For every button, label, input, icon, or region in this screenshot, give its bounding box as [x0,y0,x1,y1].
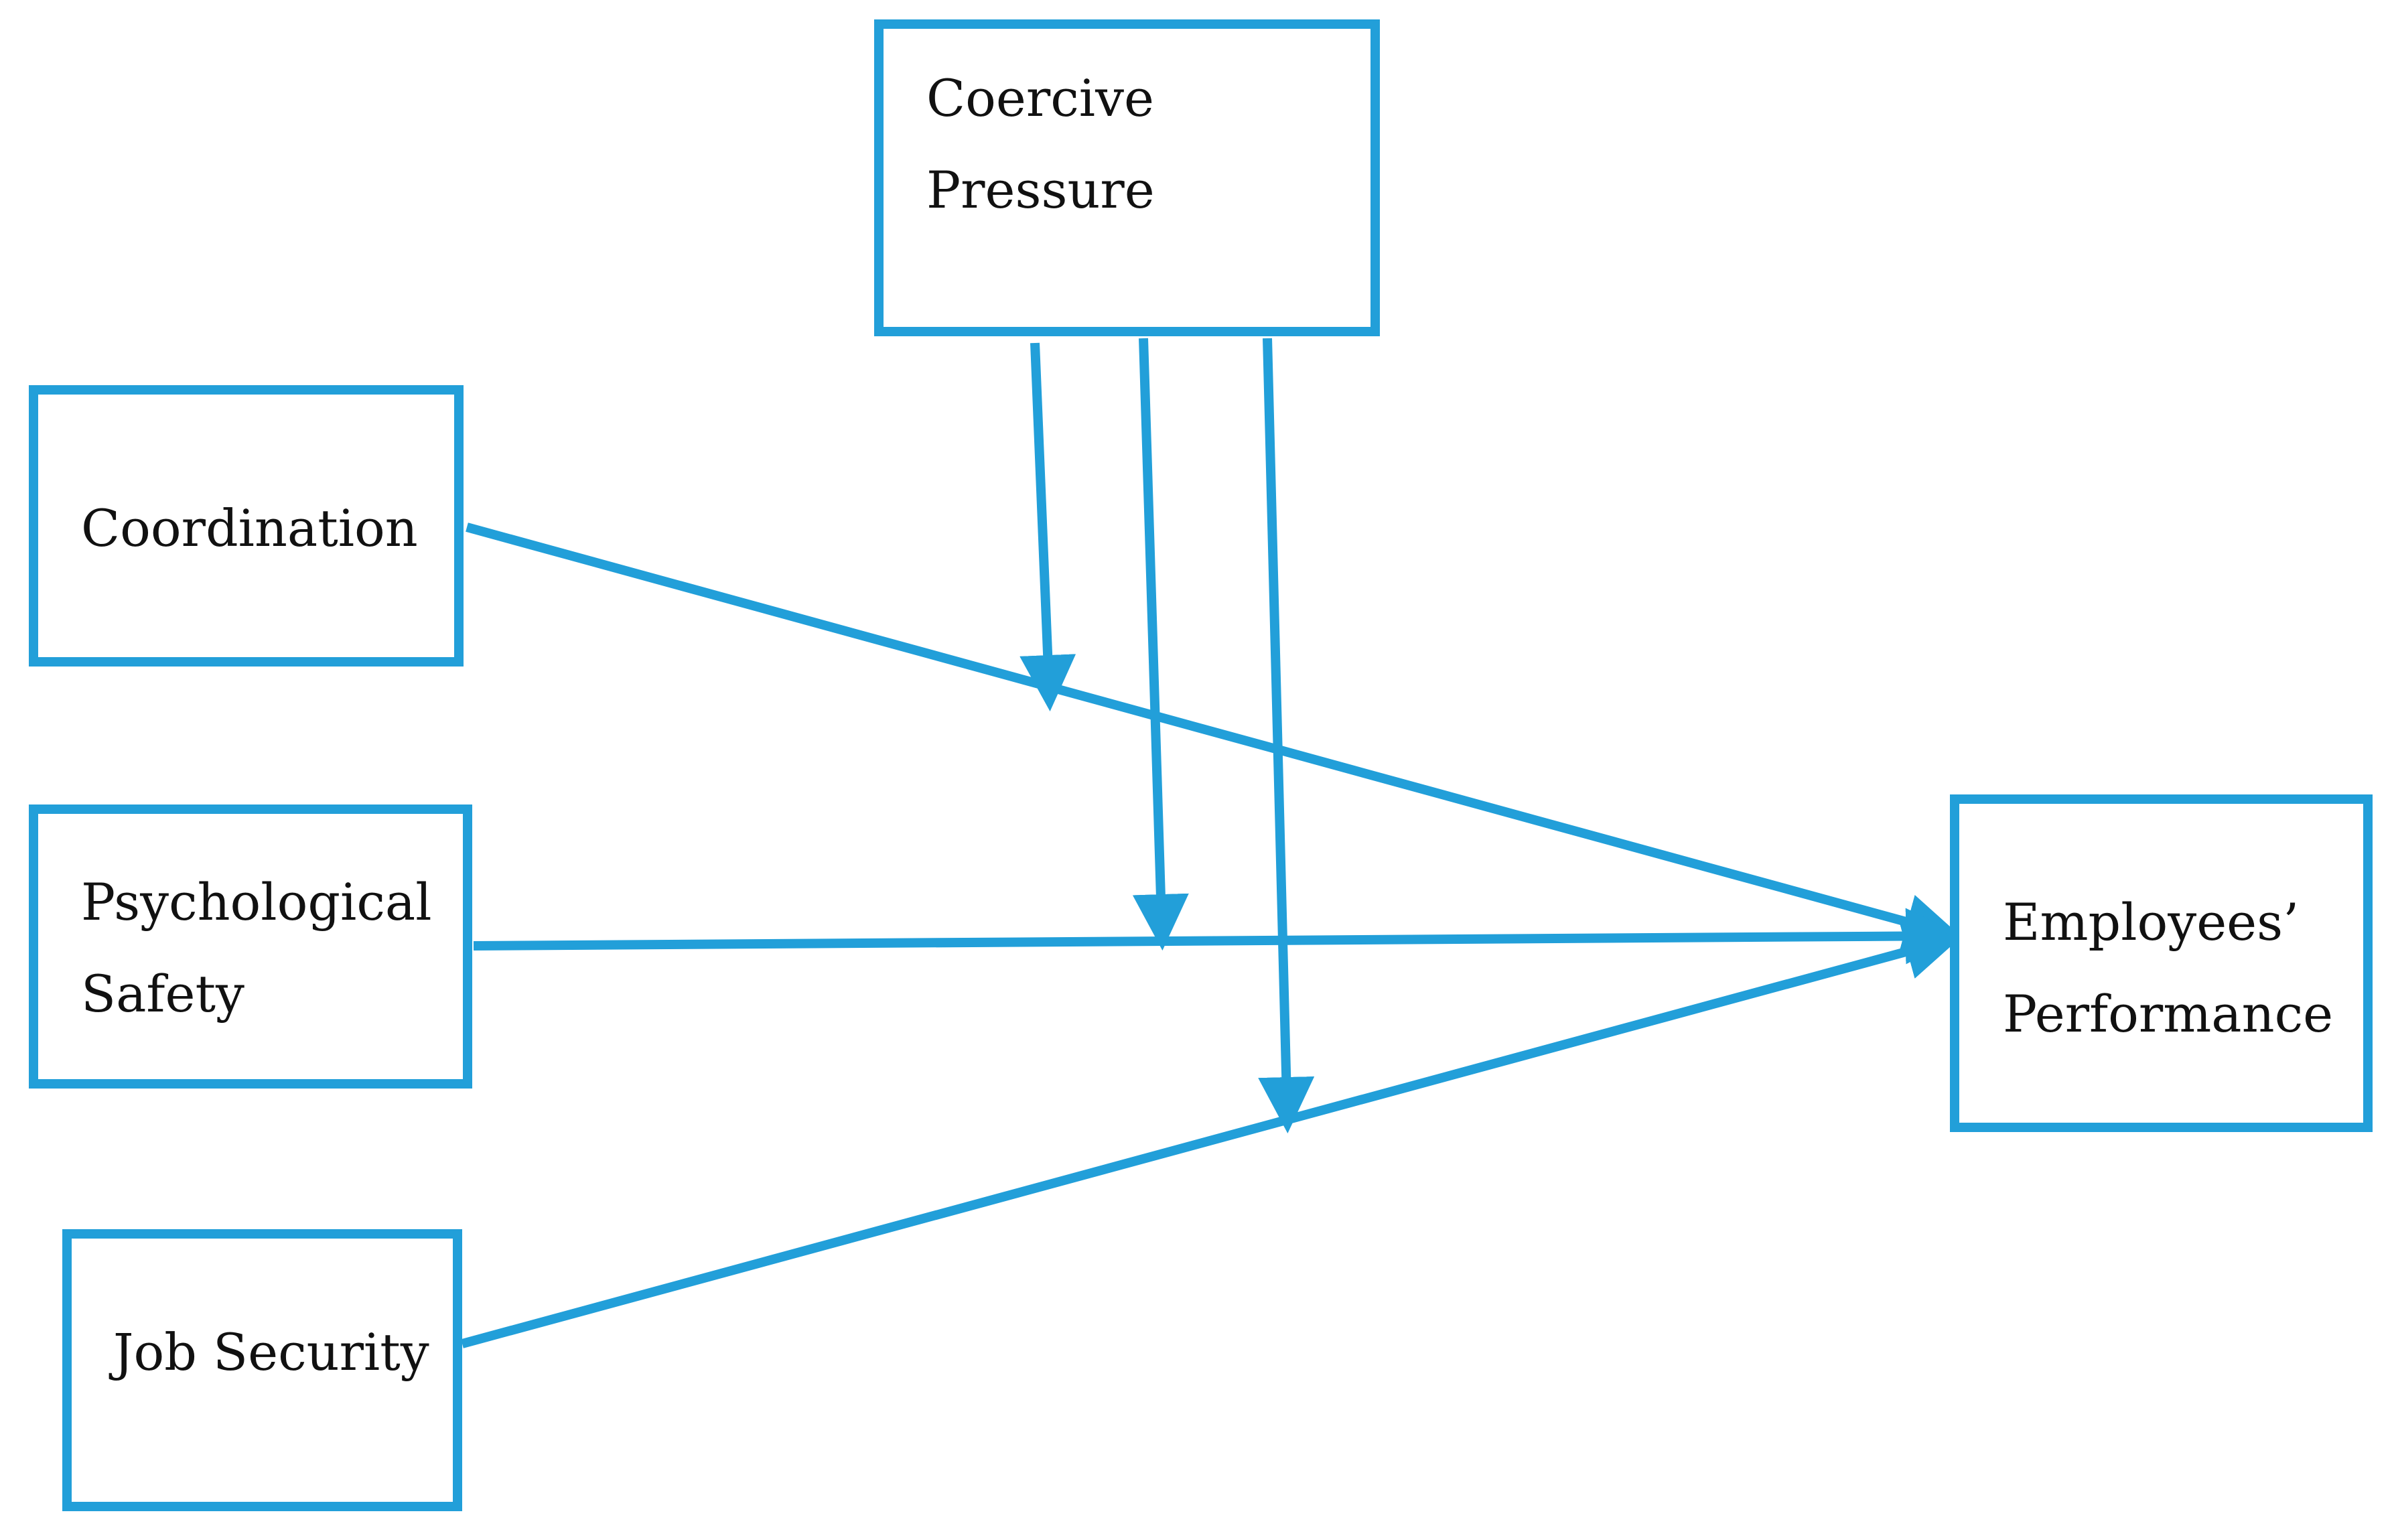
moderation-arrow-job-security [1258,338,1315,1133]
node-label-coordination: Coordination [81,498,418,558]
node-box-job-security [62,1229,462,1511]
moderation-arrow-psychological-safety [1132,338,1189,951]
node-label-coercive-pressure-line1: Coercive [926,68,1154,128]
node-box-psychological-safety [29,804,472,1089]
node-coercive-pressure: Coercive Pressure [874,19,1380,336]
node-label-coercive-pressure-line2: Pressure [926,160,1155,220]
node-box-coordination [29,385,464,667]
edge-coordination-to-performance [466,522,1962,949]
node-box-employees-performance [1950,794,2373,1132]
node-label-job-security: Job Security [109,1322,429,1382]
node-psychological-safety: Psychological Safety [29,804,472,1089]
edge-job-security-to-performance [461,924,1962,1348]
node-job-security: Job Security [62,1229,462,1511]
node-label-employees-performance-line1: Employees’ [2003,892,2299,952]
edge-psychological-safety-to-performance [473,908,1962,965]
node-label-employees-performance-line2: Performance [2003,984,2333,1044]
moderation-arrow-coordination [1019,342,1076,711]
node-label-psychological-safety-line1: Psychological [81,872,432,932]
node-box-coercive-pressure [874,19,1380,336]
node-label-psychological-safety-line2: Safety [81,964,244,1024]
node-employees-performance: Employees’ Performance [1950,794,2373,1132]
node-coordination: Coordination [29,385,464,667]
